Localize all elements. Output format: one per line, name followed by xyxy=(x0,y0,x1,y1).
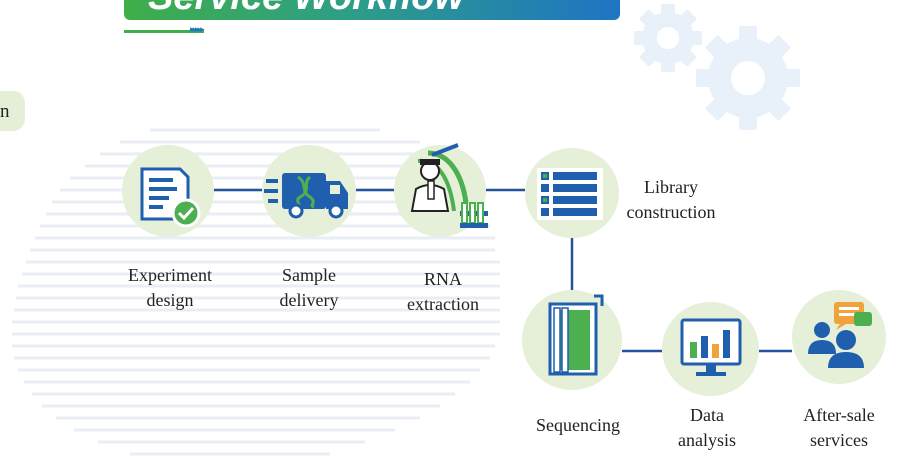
document-check-icon xyxy=(140,167,201,228)
header-banner: Service Workflow xyxy=(124,0,620,20)
delivery-truck-icon xyxy=(264,173,348,219)
sequencer-icon xyxy=(548,294,604,376)
checklist-icon xyxy=(537,168,603,220)
step-rna-extraction xyxy=(394,143,488,237)
step-label-after-sale-services: After-sale services xyxy=(803,405,875,450)
page-title: Service Workflow xyxy=(148,0,464,16)
bar-chart-monitor-icon xyxy=(680,318,742,376)
step-data-analysis xyxy=(662,302,759,396)
support-chat-icon xyxy=(808,302,872,368)
step-label-sample-delivery: Sample delivery xyxy=(279,265,339,310)
step-label-library-construction: Library construction xyxy=(626,177,716,222)
step-after-sale-services xyxy=(792,290,886,384)
scientist-test-tubes-icon xyxy=(410,143,488,228)
step-label-data-analysis: Data analysis xyxy=(678,405,736,450)
step-sequencing xyxy=(522,290,622,390)
side-tab xyxy=(0,91,25,131)
step-label-sequencing: Sequencing xyxy=(536,415,620,435)
banner-underline xyxy=(124,27,620,34)
step-sample-delivery xyxy=(262,145,356,237)
step-label-experiment-design: Experiment design xyxy=(128,265,212,310)
step-library-construction xyxy=(525,148,619,238)
chevron-arrows-icon: ▸▸▸▸▸ xyxy=(190,25,205,35)
gear-icon xyxy=(634,4,800,130)
step-label-rna-extraction: RNA extraction xyxy=(407,269,479,314)
side-tab-label: n xyxy=(0,101,10,122)
step-experiment-design xyxy=(122,145,214,237)
